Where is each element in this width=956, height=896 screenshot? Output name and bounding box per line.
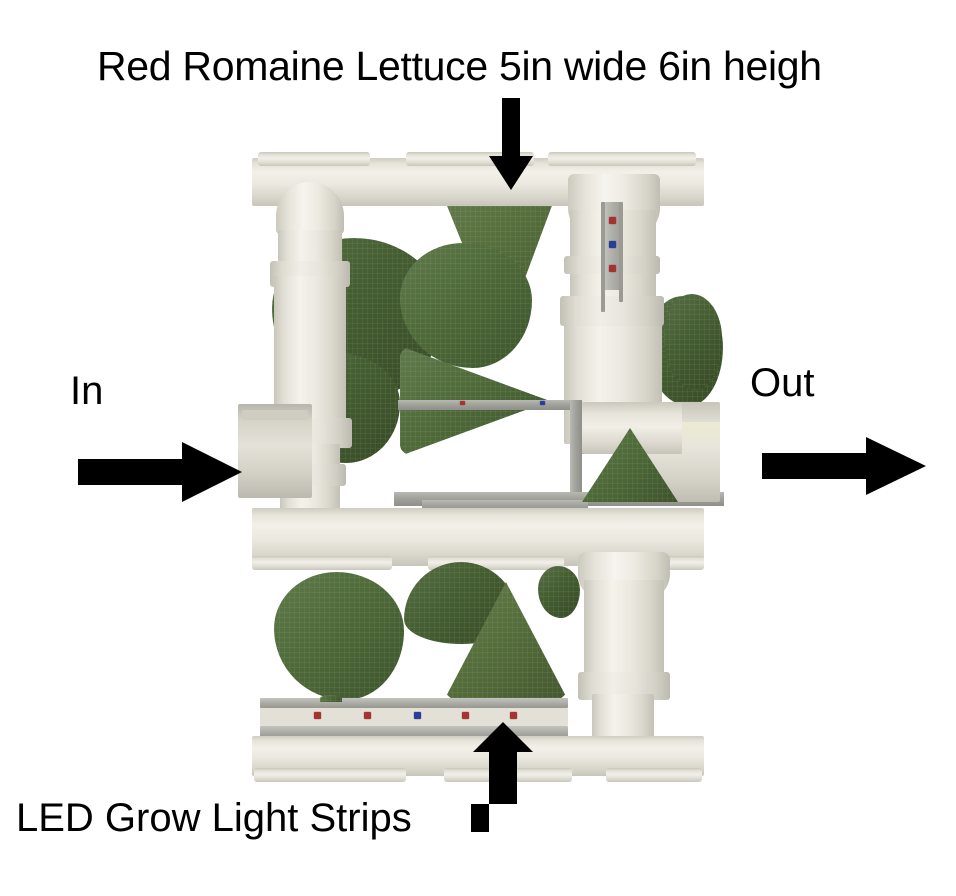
led-red — [462, 712, 469, 719]
bottom-led-strip-upper-rail — [260, 698, 568, 708]
lettuce-head — [538, 566, 580, 618]
pipe-coupling — [254, 768, 406, 782]
outlet-label: Out — [750, 361, 815, 405]
left-column-pipe-mid — [274, 276, 346, 426]
pipe-coupling — [548, 152, 696, 166]
pipe-coupling — [252, 556, 392, 570]
frame-rail-vertical — [570, 400, 582, 504]
led-red — [314, 712, 321, 719]
pipe-coupling — [560, 296, 664, 326]
lettuce-head — [664, 294, 722, 390]
inlet-port-flange — [242, 410, 308, 420]
elbow-up-arrow-icon — [471, 722, 533, 832]
led-blue — [414, 712, 421, 719]
led-red — [460, 401, 465, 405]
led-strip-rail — [619, 202, 623, 302]
led-red — [609, 217, 616, 224]
bottom-right-column-pipe — [584, 580, 664, 690]
lettuce-head — [400, 243, 532, 368]
lettuce-head — [274, 572, 404, 700]
led-blue — [609, 241, 616, 248]
frame-rail-top — [398, 400, 580, 410]
led-blue — [540, 401, 545, 405]
lettuce-tip — [320, 695, 342, 702]
right-arrow-icon — [762, 437, 926, 495]
pipe-coupling — [606, 768, 702, 782]
right-arrow-icon — [78, 442, 242, 502]
left-column-pipe-upper — [278, 230, 342, 264]
led-red — [609, 265, 616, 272]
bottom-right-column-pipe-lower — [592, 694, 654, 740]
inlet-label: In — [70, 369, 104, 413]
led-strip-rail — [601, 202, 605, 312]
down-arrow-icon — [489, 98, 533, 190]
page-title: Red Romaine Lettuce 5in wide 6in heigh — [97, 43, 822, 89]
pipe-coupling — [258, 152, 370, 166]
grow-tower-render — [238, 148, 724, 784]
led-red — [510, 712, 517, 719]
led-strips-label: LED Grow Light Strips — [16, 796, 412, 840]
led-red — [364, 712, 371, 719]
pipe-elbow — [276, 182, 344, 234]
